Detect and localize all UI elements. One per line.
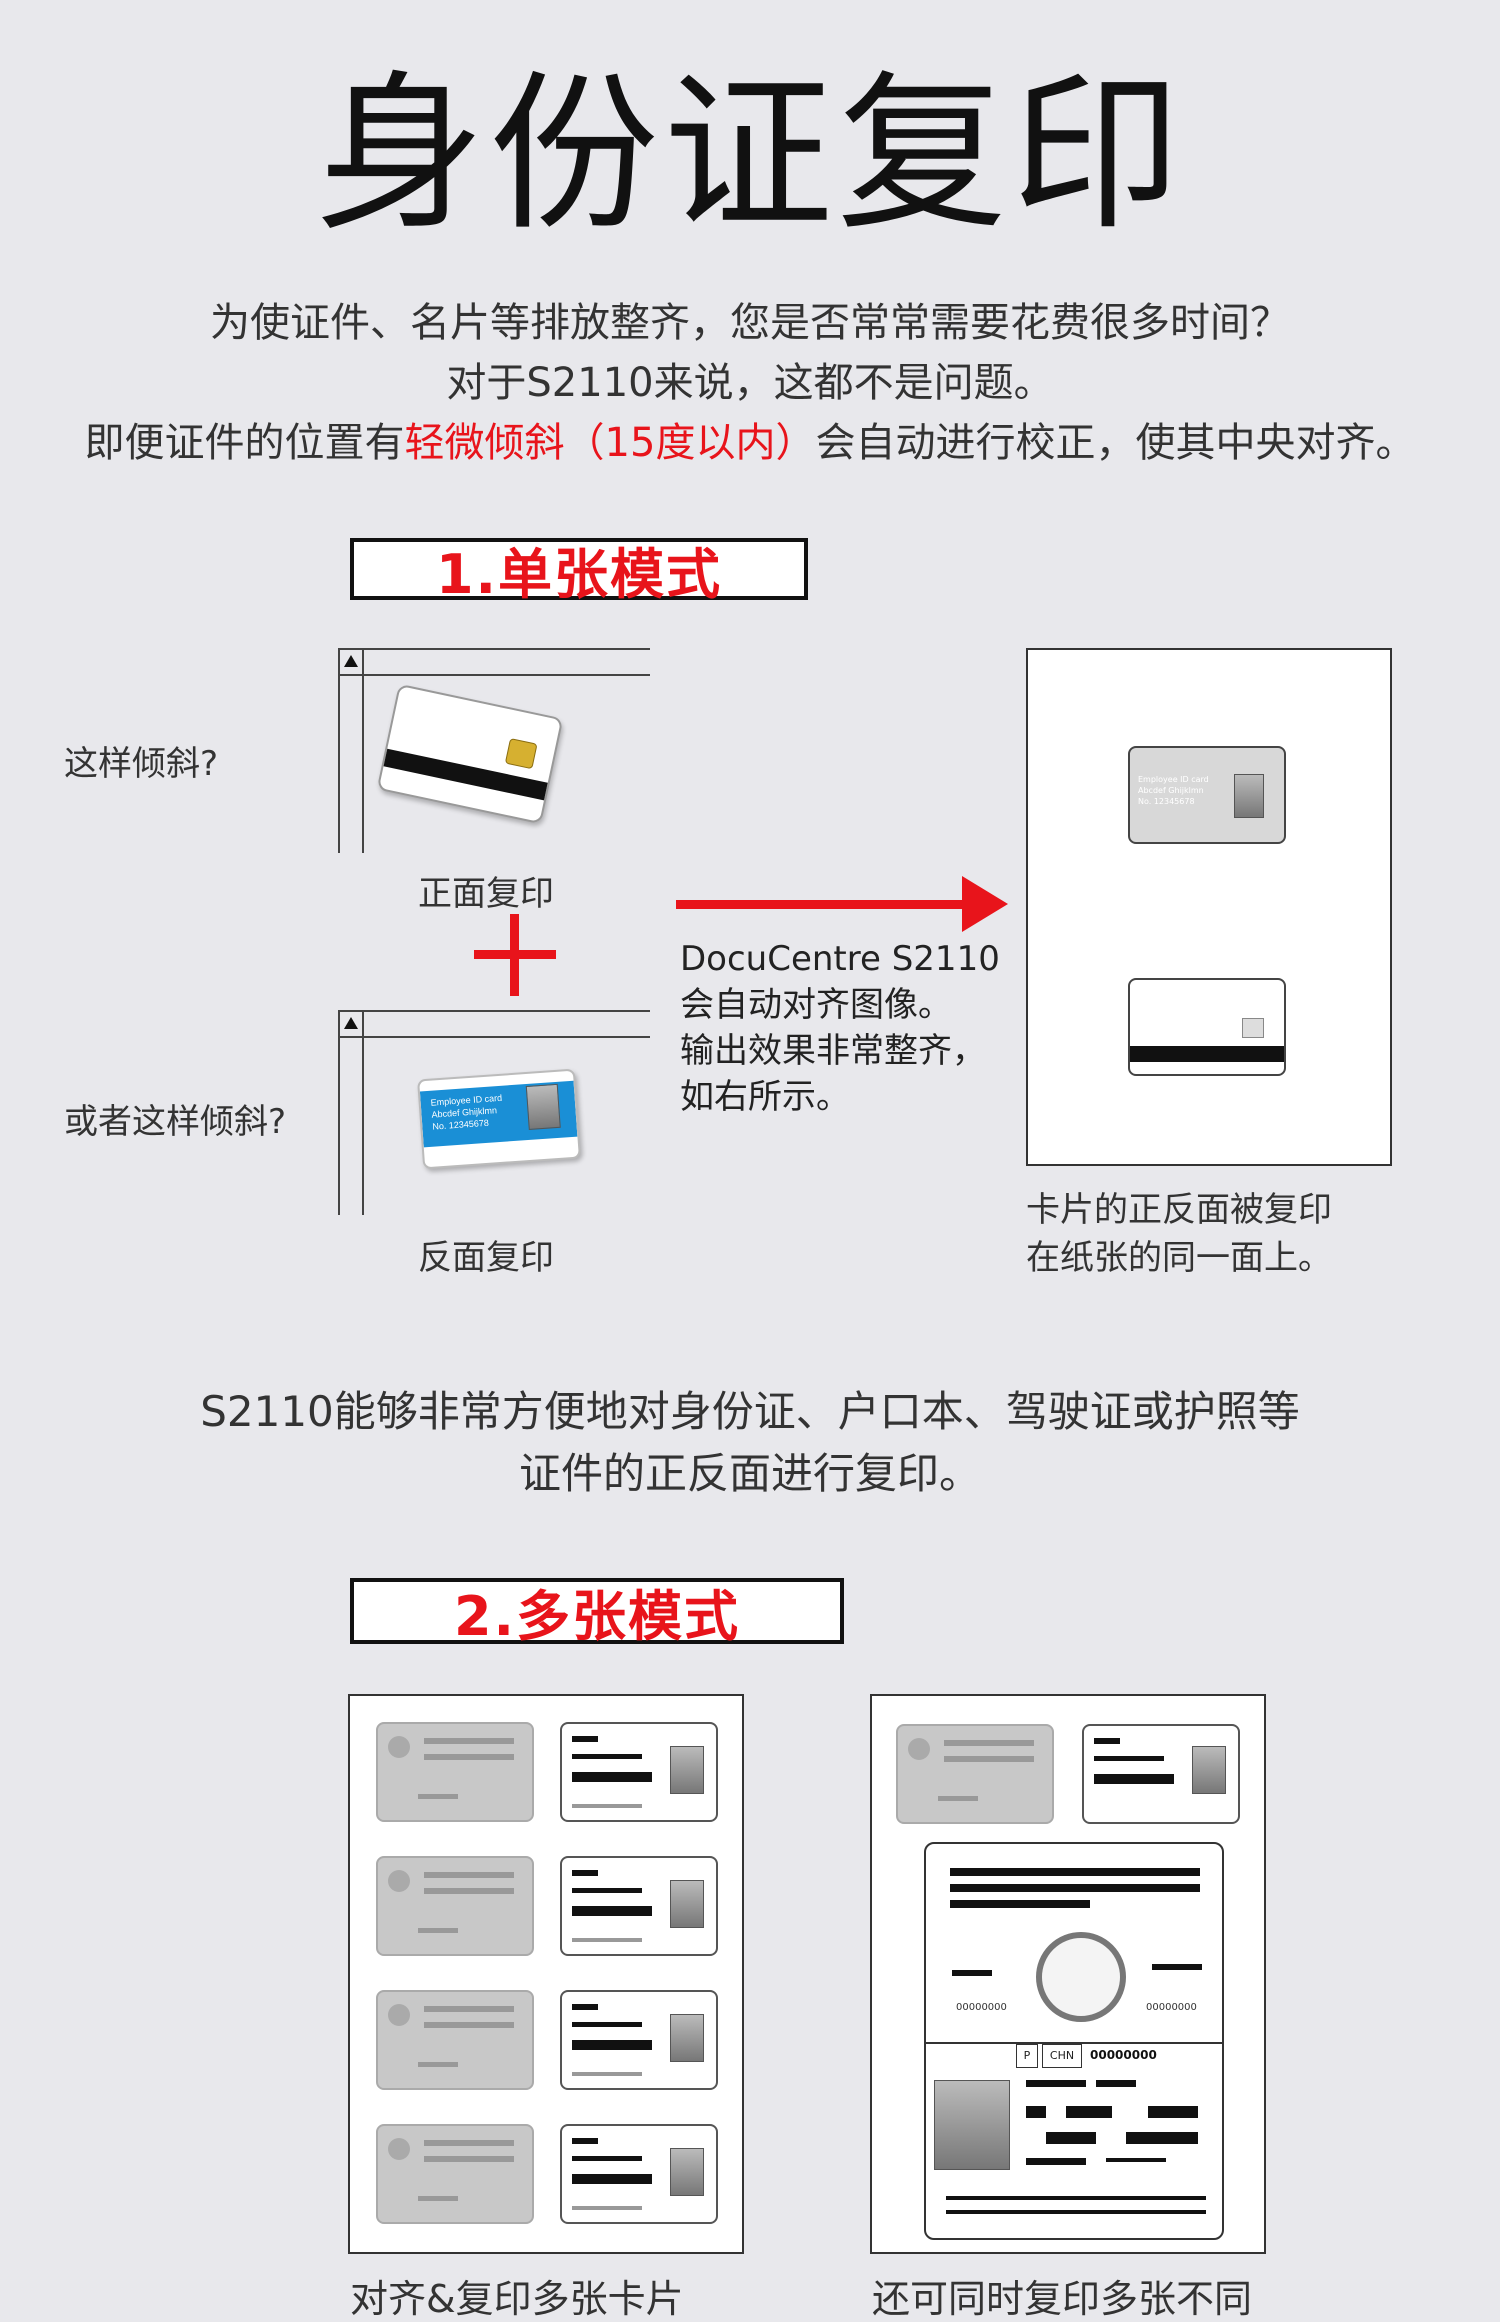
back-copy-label: 反面复印 bbox=[418, 1238, 554, 1278]
photo-icon bbox=[1192, 1746, 1226, 1794]
photo-icon bbox=[1234, 774, 1264, 818]
tilted-id-card: Employee ID card Abcdef Ghijklmn No. 123… bbox=[417, 1068, 581, 1170]
mixed-doc-caption: 还可同时复印多张不同 bbox=[872, 2277, 1253, 2321]
corner-marker-icon bbox=[344, 1017, 358, 1029]
intro-line-2: 对于S2110来说，这都不是问题。 bbox=[446, 360, 1054, 406]
chip-icon bbox=[504, 738, 538, 770]
id-card-back-copy bbox=[560, 2124, 718, 2224]
auto-align-description: DocuCentre S2110 会自动对齐图像。 输出效果非常整齐， 如右所示… bbox=[680, 936, 1000, 1120]
description-line-4: 如右所示。 bbox=[680, 1077, 850, 1117]
intro-line-3-start: 即便证件的位置有 bbox=[84, 420, 405, 466]
copied-id-card-front: Employee ID card Abcdef Ghijklmn No. 123… bbox=[1128, 746, 1286, 844]
single-mode-label: 1.单张模式 bbox=[350, 538, 808, 606]
copied-card-text-1: Employee ID card bbox=[1138, 775, 1209, 784]
id-card-front-copy bbox=[376, 1990, 534, 2090]
multi-card-paper bbox=[348, 1694, 744, 2254]
description-line-2: 会自动对齐图像。 bbox=[680, 985, 952, 1025]
passport-number-left: 00000000 bbox=[956, 2002, 1007, 2013]
copied-card-text-3: No. 12345678 bbox=[1138, 797, 1195, 806]
id-card-back-copy bbox=[1082, 1724, 1240, 1824]
passport-country: CHN bbox=[1042, 2044, 1082, 2068]
photo-icon bbox=[525, 1083, 561, 1130]
intro-line-3-end: 会自动进行校正，使其中央对齐。 bbox=[815, 420, 1416, 466]
page-title: 身份证复印 bbox=[314, 56, 1185, 254]
description-line-1: DocuCentre S2110 bbox=[680, 939, 1000, 979]
intro-line-3: 即便证件的位置有轻微倾斜（15度以内）会自动进行校正，使其中央对齐。 bbox=[0, 410, 1500, 468]
tilt-question-1: 这样倾斜? bbox=[64, 744, 219, 784]
id-card-front-copy bbox=[376, 1722, 534, 1822]
passport-number: 00000000 bbox=[1090, 2048, 1157, 2062]
scanner-glass-back bbox=[338, 1010, 650, 1215]
scanner-glass-front bbox=[338, 648, 650, 853]
id-card-back-copy bbox=[560, 1722, 718, 1822]
copied-card-back bbox=[1128, 978, 1286, 1076]
id-card-front-copy bbox=[896, 1724, 1054, 1824]
id-card-front-copy bbox=[376, 2124, 534, 2224]
result-caption-2: 在纸张的同一面上。 bbox=[1026, 1238, 1332, 1278]
photo-icon bbox=[670, 2014, 704, 2062]
tilt-question-2: 或者这样倾斜? bbox=[64, 1102, 287, 1142]
multi-card-caption: 对齐&复印多张卡片 bbox=[350, 2277, 684, 2321]
id-card-front-copy bbox=[376, 1856, 534, 1956]
id-card-back-copy bbox=[560, 1856, 718, 1956]
mixed-document-paper: 00000000 00000000 P CHN 00000000 bbox=[870, 1694, 1266, 2254]
copied-card-text-2: Abcdef Ghijklmn bbox=[1138, 786, 1204, 795]
corner-marker-icon bbox=[344, 655, 358, 667]
passport-type: P bbox=[1016, 2044, 1038, 2068]
red-arrow-icon bbox=[676, 876, 1008, 932]
chip-icon bbox=[1242, 1018, 1264, 1038]
plus-icon bbox=[474, 914, 556, 996]
intro-tilt-highlight: 轻微倾斜（15度以内） bbox=[404, 420, 816, 466]
passport-copy: 00000000 00000000 P CHN 00000000 bbox=[924, 1842, 1224, 2240]
result-caption-1: 卡片的正反面被复印 bbox=[1026, 1190, 1332, 1230]
id-card-back-copy bbox=[560, 1990, 718, 2090]
front-copy-label: 正面复印 bbox=[418, 874, 554, 914]
passport-number-right: 00000000 bbox=[1146, 2002, 1197, 2013]
description-line-3: 输出效果非常整齐， bbox=[680, 1031, 986, 1071]
photo-icon bbox=[670, 1746, 704, 1794]
emblem-icon bbox=[1036, 1932, 1126, 2022]
passport-photo-icon bbox=[934, 2080, 1010, 2170]
magnetic-stripe bbox=[1130, 1046, 1284, 1062]
output-paper: Employee ID card Abcdef Ghijklmn No. 123… bbox=[1026, 648, 1392, 1166]
photo-icon bbox=[670, 1880, 704, 1928]
multi-mode-label: 2.多张模式 bbox=[350, 1578, 844, 1648]
intro-line-1: 为使证件、名片等排放整齐，您是否常常需要花费很多时间？ bbox=[210, 300, 1290, 346]
middle-text-line-2: 证件的正反面进行复印。 bbox=[518, 1449, 981, 1498]
middle-text-line-1: S2110能够非常方便地对身份证、户口本、驾驶证或护照等 bbox=[200, 1387, 1300, 1436]
photo-icon bbox=[670, 2148, 704, 2196]
